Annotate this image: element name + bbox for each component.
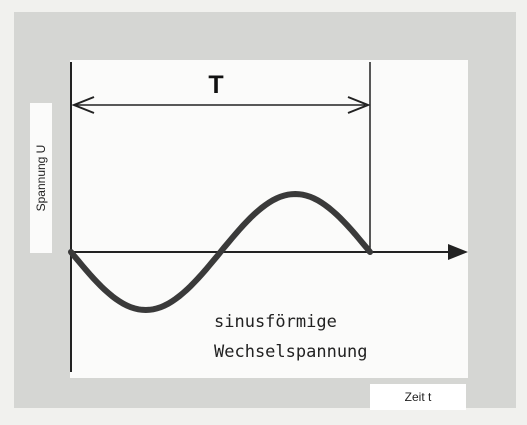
period-label: T	[208, 71, 223, 99]
x-axis-arrowhead	[448, 244, 468, 260]
x-axis-label: Zeit t	[404, 390, 432, 404]
caption-line-1: sinusförmige	[214, 312, 337, 332]
period-arrow-right	[347, 96, 371, 114]
x-axis-label-box: Zeit t	[370, 384, 466, 410]
sine-curve	[68, 190, 373, 314]
y-axis-label-box	[30, 103, 52, 253]
plot-area	[70, 60, 468, 378]
period-arrow-left	[71, 96, 95, 114]
caption-line-2: Wechselspannung	[214, 342, 368, 362]
